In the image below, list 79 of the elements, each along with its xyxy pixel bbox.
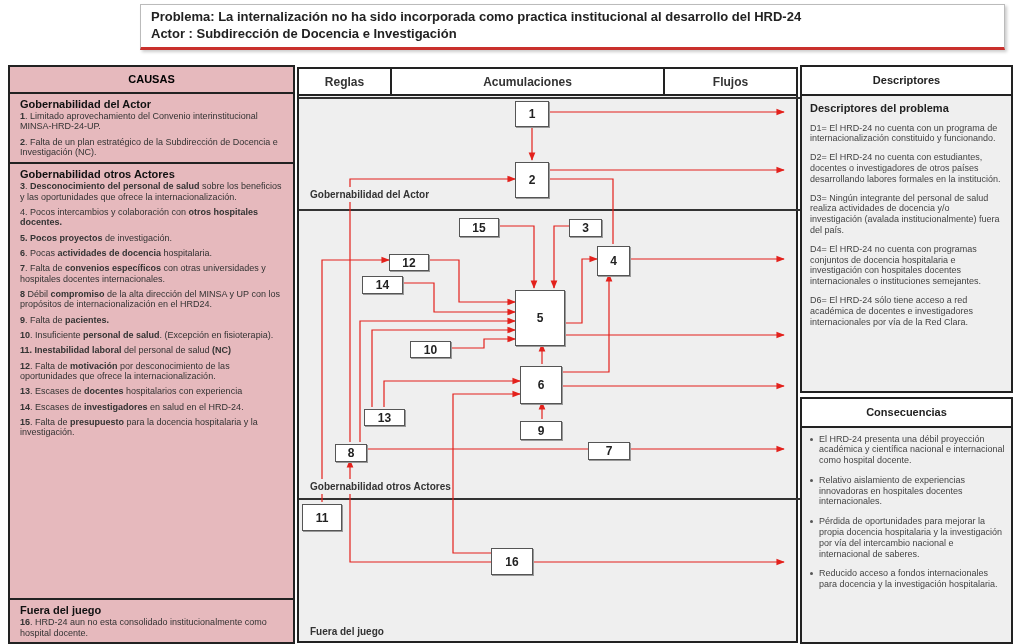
cause-item: 4. Pocos intercambios y colaboración con otros hospitales docentes.: [20, 206, 260, 228]
arrow: [629, 255, 785, 263]
descriptor-text: D6= El HRD-24 sólo tiene acceso a red académica de docentes e investigadores internacionales por vía de la Red Clara.: [810, 295, 975, 328]
arrow: [498, 225, 538, 289]
number-box: 11: [302, 504, 342, 531]
consequences-panel: [800, 397, 1013, 644]
arrow: [349, 175, 516, 443]
arrow: [452, 390, 521, 554]
arrow: [564, 331, 785, 339]
arrow: [532, 558, 785, 566]
descriptor-text: D1= El HRD-24 no cuenta con un programa de internacionalización constituido y funcionando.: [810, 122, 999, 145]
arrow: [550, 225, 570, 289]
number-box: 5: [515, 290, 565, 346]
section-heading: Fuera del juego: [20, 603, 103, 617]
arrow: [548, 166, 785, 174]
band-label: Gobernabilidad otros Actores: [309, 479, 452, 494]
descriptor-text: D3= Ningún integrante del personal de salud realiza actividades de docencia y/o investigación (avalada institucionalmente) fuera del país.: [810, 192, 1001, 236]
column-header: Acumulaciones: [392, 69, 665, 94]
causes-panel: [8, 65, 295, 644]
column-header: Flujos: [711, 73, 750, 91]
arrow: [371, 326, 516, 408]
number-box: 9: [520, 421, 562, 440]
number-box: 16: [491, 548, 533, 575]
number-box: 6: [520, 366, 562, 404]
descriptor-text: D2= El HRD-24 no cuenta con estudiantes, docentes o investigadores de otros países desarrollando labores formales en la institución.: [810, 152, 1002, 185]
arrow: [321, 256, 390, 503]
cause-item: 3. Desconocimiento del personal de salud sobre los beneficios y las oportunidades que ofrece la internacionalización.: [20, 181, 283, 202]
cause-item: 11. Inestabilidad laboral del personal de salud (NC): [20, 345, 233, 356]
cause-item: 1. Limitado aprovechamiento del Convenio interinstitucional MINSA-HRD-24-UP.: [20, 111, 259, 132]
panel-header: Descriptores: [802, 67, 1011, 96]
band-label: Gobernabilidad del Actor: [309, 187, 431, 202]
title: Problema: La internalización no ha sido incorporada como practica institucional al desarrollo del HRD-24: [151, 9, 803, 26]
arrow: [402, 282, 516, 316]
arrow: [383, 377, 521, 408]
arrow: [564, 255, 598, 324]
matrix-panel: [297, 67, 798, 643]
cause-item: 2. Falta de un plan estratégico de la Subdirección de Docencia e Investigación (NC).: [20, 136, 279, 158]
arrow: [450, 335, 516, 349]
consequence-item: Reducido acceso a fondos internacionales para docencia y la investigación hospitalaria.: [819, 568, 999, 591]
number-box: 15: [459, 218, 499, 237]
consequence-item: Relativo aislamiento de experiencias innovadoras en hospitales docentes internacionales.: [819, 474, 967, 508]
panel-header: Consecuencias: [802, 399, 1011, 428]
cause-item: 9. Falta de pacientes.: [20, 314, 111, 325]
number-box: 3: [569, 219, 602, 237]
cause-item: 15. Falta de presupuesto para la docencia hospitalaria y la investigación.: [20, 417, 259, 438]
number-box: 2: [515, 162, 549, 198]
arrow: [428, 259, 516, 306]
section-heading: Gobernabilidad del Actor: [20, 97, 152, 111]
arrow: [629, 445, 785, 453]
cause-item: 12. Falta de motivación por desconocimiento de las oportunidades que ofrece la internacionalización.: [20, 360, 231, 382]
band-label: Fuera del juego: [309, 624, 385, 639]
descriptor-text: D4= El HRD-24 no cuenta con programas conjuntos de docencia hospitalaria e investigación con hospitales docentes internacionales o instituciones semejantes.: [810, 243, 983, 288]
consequence-item: El HRD-24 presenta una débil proyección académica y científica nacional e internacional como hospital docente.: [819, 433, 1005, 466]
number-box: 10: [410, 341, 451, 358]
cause-item: 16. HRD-24 aun no esta consolidado institucionalmente como hospital docente.: [20, 617, 268, 638]
cause-item: 6. Pocas actividades de docencia hospitalaria.: [20, 247, 214, 259]
arrow: [548, 108, 785, 116]
number-box: 14: [362, 276, 403, 294]
subtitle: Actor : Subdirección de Docencia e Investigación: [151, 26, 458, 43]
cause-item: 10. Insuficiente personal de salud. (Excepción en fisioterapia).: [20, 329, 275, 341]
number-box: 13: [364, 409, 405, 426]
number-box: 8: [335, 444, 367, 462]
consequence-item: Pérdida de oportunidades para mejorar la propia docencia hospitalaria y la investigación por vía del intercambio nacional e internacional de saberes.: [819, 516, 1004, 560]
arrow: [561, 382, 785, 390]
number-box: 4: [597, 246, 630, 276]
cause-item: 5. Pocos proyectos de investigación.: [20, 232, 174, 243]
section-heading: Descriptores del problema: [810, 101, 950, 115]
section-heading: Gobernabilidad otros Actores: [20, 167, 176, 181]
cause-item: 14. Escases de investigadores en salud en el HRD-24.: [20, 401, 245, 412]
cause-item: 7. Falta de convenios específicos con otras universidades y hospitales docentes internacionales.: [20, 263, 267, 284]
number-box: 1: [515, 101, 549, 127]
number-box: 7: [588, 442, 630, 460]
panel-header: CAUSAS: [10, 67, 293, 94]
column-header: Reglas: [299, 69, 392, 94]
cause-item: 8 Débil compromiso de la alta dirección del MINSA y UP con los propósitos de internacionalización en el HRD24.: [20, 288, 281, 310]
descriptors-panel: [800, 65, 1013, 393]
arrow: [359, 317, 516, 443]
cause-item: 13. Escases de docentes hospitalarios con experiencia: [20, 386, 244, 397]
number-box: 12: [389, 254, 429, 271]
